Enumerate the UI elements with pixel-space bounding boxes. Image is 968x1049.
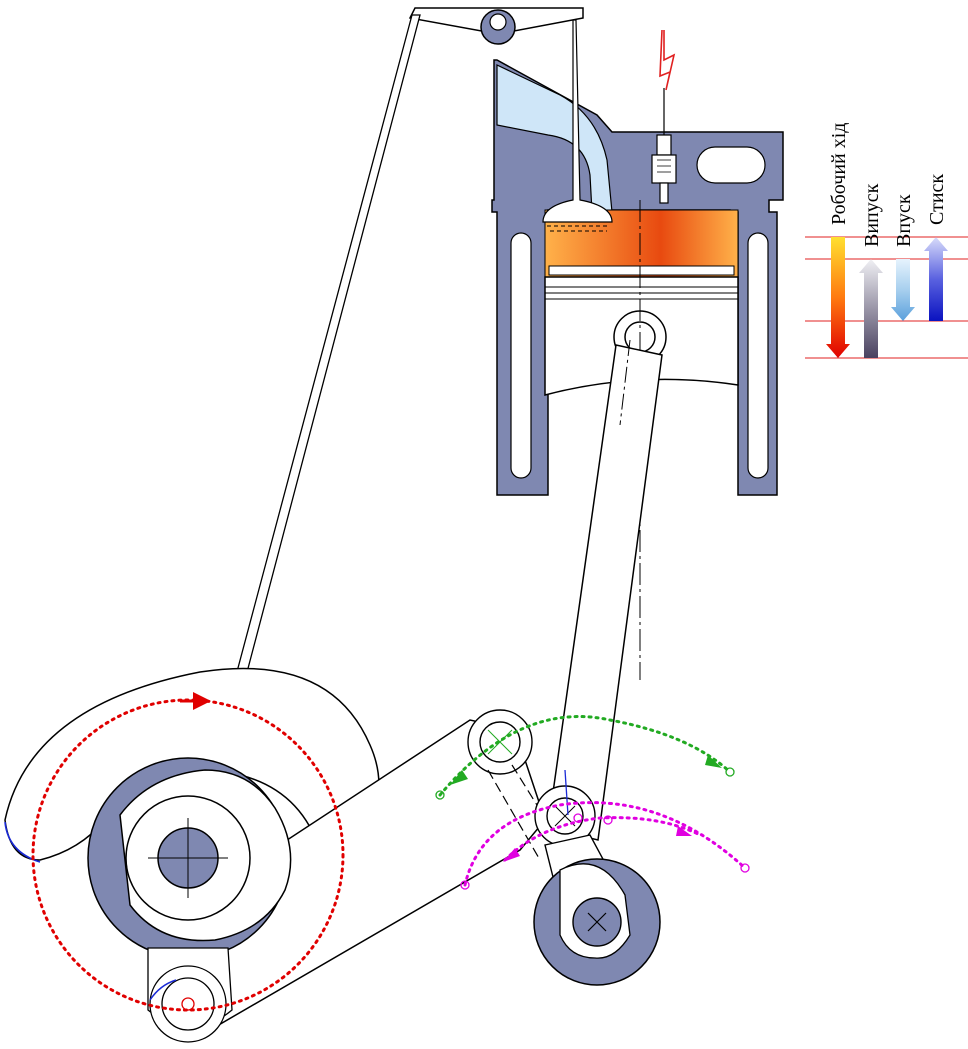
rod-big-end — [534, 769, 596, 847]
legend-label-2: Впуск — [893, 194, 915, 247]
spark-plug — [651, 88, 677, 204]
lever-arrow-left — [503, 848, 520, 862]
link-path-arc — [438, 715, 732, 797]
crosshair-icon — [148, 818, 228, 898]
legend-arrow-0 — [826, 237, 850, 358]
legend-arrow-1 — [859, 259, 883, 358]
legend-label-0: Робочий хід — [828, 123, 850, 225]
link-eye-upper — [467, 709, 533, 775]
crosshair-icon-lower — [587, 912, 607, 932]
connecting-rod — [547, 344, 663, 841]
flywheel-lower — [533, 858, 661, 986]
crank-assembly — [87, 757, 292, 959]
link-arrow-right — [705, 755, 722, 768]
legend-arrow-3 — [924, 237, 948, 321]
link-arrow-left — [450, 770, 468, 785]
lever-path-arc-2 — [503, 816, 702, 862]
cylinder-liner-right-slot — [747, 232, 769, 479]
cylinder-block — [491, 19, 784, 496]
legend-label-3: Стиск — [926, 174, 948, 225]
lightning-bolt-icon — [659, 29, 676, 91]
rocker-arm — [408, 7, 584, 45]
intake-valve — [542, 19, 613, 223]
cylinder-liner-left-slot — [510, 232, 532, 479]
blue-arc — [4, 821, 41, 863]
legend-label-1: Випуск — [861, 183, 883, 247]
legend-arrow-2 — [891, 259, 915, 321]
coolant-passage — [696, 146, 766, 184]
lever-arrow-right — [676, 826, 692, 836]
crank-eye-lower — [147, 947, 233, 1043]
